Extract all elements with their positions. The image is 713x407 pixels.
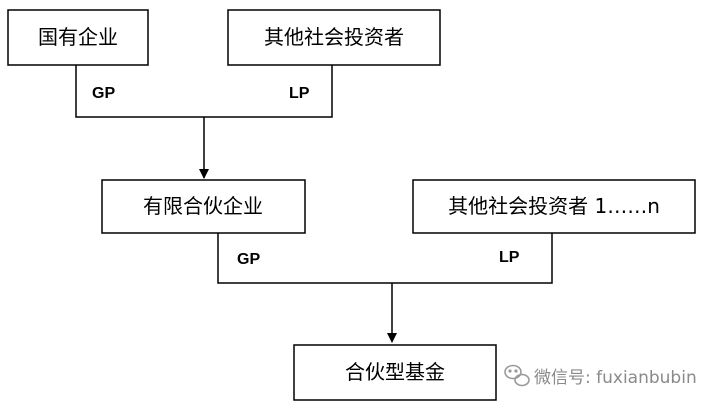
connector-top: GP LP	[75, 65, 333, 179]
node-limited-partnership-label: 有限合伙企业	[143, 194, 263, 218]
edge-label-lp-mid: LP	[499, 249, 520, 266]
edge-label-lp-top: LP	[289, 85, 310, 102]
watermark-text: 微信号: fuxianbubin	[534, 368, 697, 388]
node-other-investors-top: 其他社会投资者	[227, 9, 441, 66]
node-other-investors-n: 其他社会投资者 1……n	[412, 179, 696, 234]
wechat-icon	[504, 364, 530, 387]
node-partnership-fund: 合伙型基金	[293, 344, 497, 401]
node-other-investors-top-label: 其他社会投资者	[264, 25, 404, 49]
node-limited-partnership: 有限合伙企业	[101, 179, 306, 234]
node-state-enterprise-label: 国有企业	[38, 25, 118, 49]
connector-middle: GP LP	[217, 233, 553, 343]
watermark: 微信号: fuxianbubin	[504, 364, 697, 388]
node-other-investors-n-label: 其他社会投资者 1……n	[448, 194, 660, 218]
node-partnership-fund-label: 合伙型基金	[345, 360, 445, 384]
node-state-enterprise: 国有企业	[7, 9, 149, 66]
edge-label-gp-top: GP	[92, 85, 115, 102]
edge-label-gp-mid: GP	[237, 251, 260, 268]
